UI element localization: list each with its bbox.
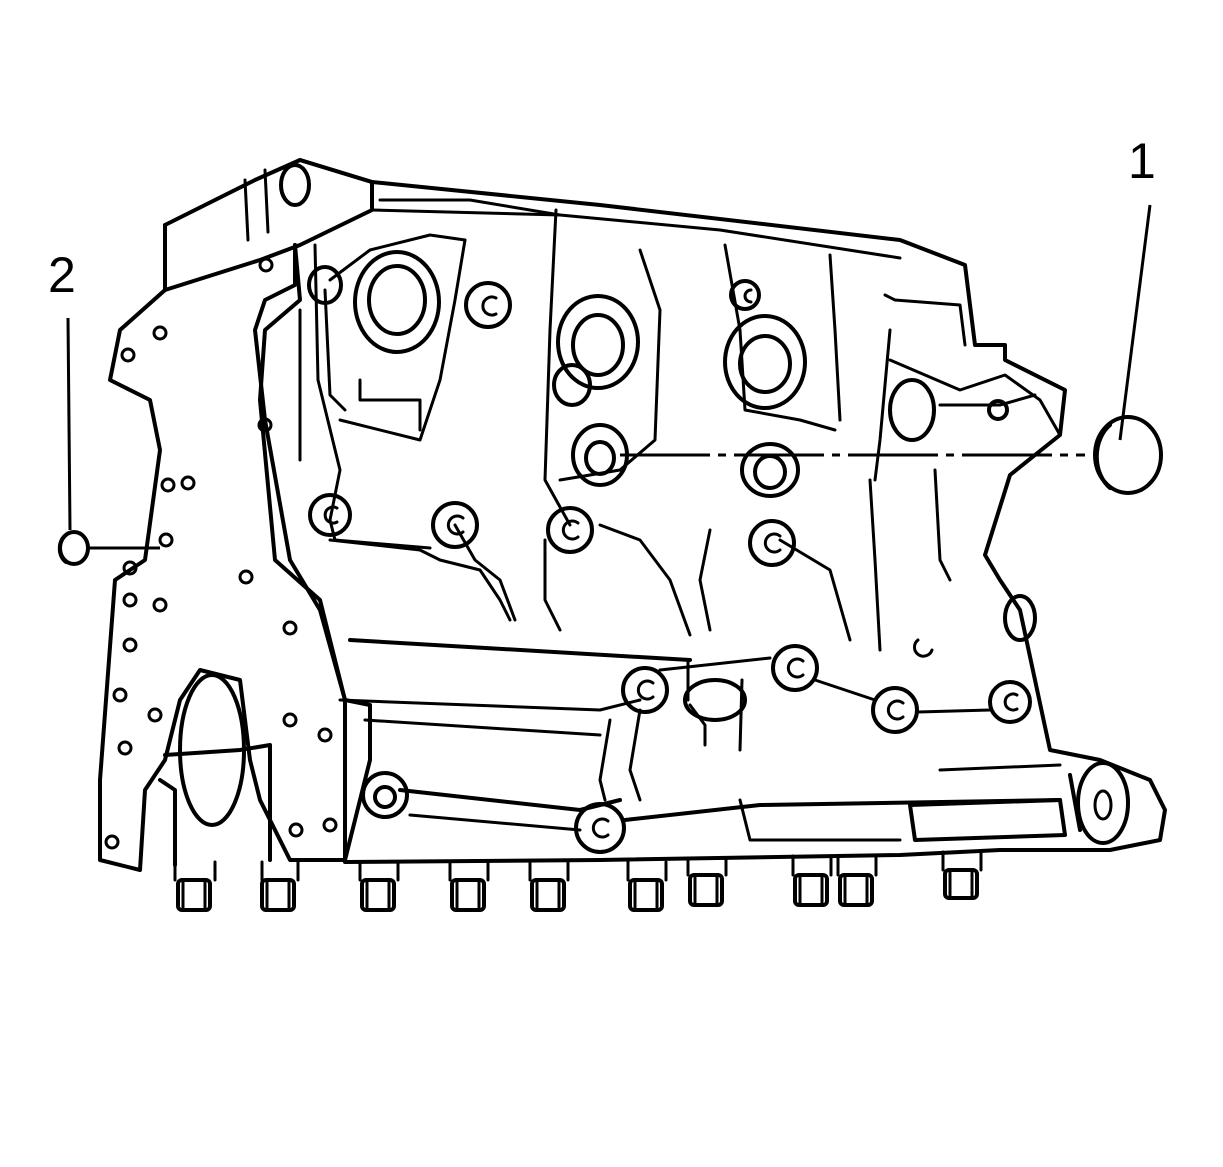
callout-2-leader <box>66 317 72 531</box>
callout-2: 2 <box>48 247 160 566</box>
callout-1: 1 <box>620 133 1163 495</box>
end-plate-bolt-holes <box>104 257 338 850</box>
plug-left-icon <box>57 530 90 566</box>
callout-1-leader <box>1118 204 1152 441</box>
callout-label-1: 1 <box>1128 133 1156 189</box>
block-body <box>258 158 1167 864</box>
end-plate <box>98 158 374 872</box>
bores <box>279 163 1037 642</box>
plug-right-icon <box>1093 415 1163 495</box>
bolt-bosses <box>308 279 1032 854</box>
callout-label-2: 2 <box>48 247 76 303</box>
main-bearing-bolts <box>173 850 983 912</box>
